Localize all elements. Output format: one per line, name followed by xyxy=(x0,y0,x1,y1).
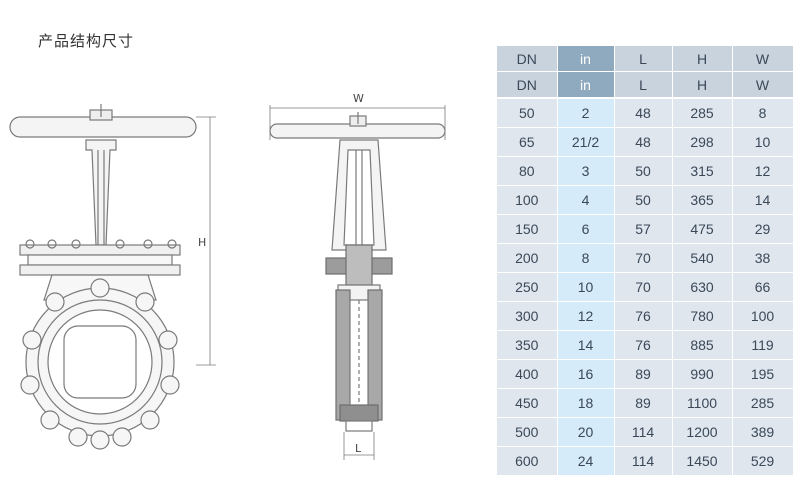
table-header-row: DN in L H W xyxy=(497,46,794,72)
cell-l: 48 xyxy=(614,98,673,128)
cell-dn: 600 xyxy=(497,446,558,476)
cell-h: 298 xyxy=(672,127,733,157)
cell-in: 10 xyxy=(557,272,615,302)
cell-l: 50 xyxy=(614,156,673,186)
cell-l: 76 xyxy=(614,301,673,331)
cell-w: 8 xyxy=(732,98,794,128)
header-h: H xyxy=(672,71,733,99)
header-h: H xyxy=(672,46,733,72)
cell-dn: 250 xyxy=(497,272,558,302)
cell-h: 540 xyxy=(672,243,733,273)
header-in: in xyxy=(557,46,615,72)
cell-dn: 350 xyxy=(497,330,558,360)
cell-w: 100 xyxy=(732,301,794,331)
cell-w: 12 xyxy=(732,156,794,186)
cell-h: 1100 xyxy=(672,388,733,418)
valve-side-view xyxy=(269,105,446,460)
cell-h: 365 xyxy=(672,185,733,215)
cell-dn: 50 xyxy=(497,98,558,128)
cell-dn: 150 xyxy=(497,214,558,244)
cell-dn: 300 xyxy=(497,301,558,331)
cell-l: 89 xyxy=(614,359,673,389)
cell-l: 57 xyxy=(614,214,673,244)
cell-w: 29 xyxy=(732,214,794,244)
cell-l: 114 xyxy=(614,446,673,476)
header-dn: DN xyxy=(497,46,558,72)
cell-l: 70 xyxy=(614,272,673,302)
dimension-label-h: H xyxy=(198,236,206,249)
header-dn: DN xyxy=(497,71,558,99)
cell-in: 18 xyxy=(557,388,615,418)
cell-w: 285 xyxy=(732,388,794,418)
cell-w: 529 xyxy=(732,446,794,476)
cell-dn: 80 xyxy=(497,156,558,186)
cell-l: 50 xyxy=(614,185,673,215)
cell-l: 76 xyxy=(614,330,673,360)
cell-h: 1200 xyxy=(672,417,733,447)
cell-dn: 450 xyxy=(497,388,558,418)
cell-dn: 500 xyxy=(497,417,558,447)
cell-in: 14 xyxy=(557,330,615,360)
header-w: W xyxy=(732,71,794,99)
cell-h: 630 xyxy=(672,272,733,302)
cell-w: 14 xyxy=(732,185,794,215)
cell-h: 780 xyxy=(672,301,733,331)
header-w: W xyxy=(732,46,794,72)
cell-in: 8 xyxy=(557,243,615,273)
cell-w: 10 xyxy=(732,127,794,157)
cell-h: 1450 xyxy=(672,446,733,476)
header-in: in xyxy=(557,71,615,99)
dimension-label-w: W xyxy=(353,92,364,105)
cell-dn: 100 xyxy=(497,185,558,215)
cell-h: 285 xyxy=(672,98,733,128)
cell-l: 70 xyxy=(614,243,673,273)
cell-in: 24 xyxy=(557,446,615,476)
cell-w: 389 xyxy=(732,417,794,447)
cell-in: 12 xyxy=(557,301,615,331)
table-header-row: DN in L H W xyxy=(497,71,794,99)
cell-in: 16 xyxy=(557,359,615,389)
cell-l: 89 xyxy=(614,388,673,418)
valve-front-view xyxy=(9,104,216,450)
cell-dn: 200 xyxy=(497,243,558,273)
cell-in: 20 xyxy=(557,417,615,447)
valve-structure-drawing: W H L xyxy=(9,92,446,460)
cell-w: 66 xyxy=(732,272,794,302)
cell-w: 195 xyxy=(732,359,794,389)
cell-h: 315 xyxy=(672,156,733,186)
cell-dn: 65 xyxy=(497,127,558,157)
cell-h: 475 xyxy=(672,214,733,244)
header-l: L xyxy=(614,71,673,99)
cell-dn: 400 xyxy=(497,359,558,389)
cell-in: 2 xyxy=(557,98,615,128)
cell-w: 38 xyxy=(732,243,794,273)
dimension-label-l: L xyxy=(355,442,362,455)
cell-in: 3 xyxy=(557,156,615,186)
cell-l: 114 xyxy=(614,417,673,447)
cell-in: 4 xyxy=(557,185,615,215)
cell-in: 21/2 xyxy=(557,127,615,157)
cell-l: 48 xyxy=(614,127,673,157)
cell-h: 990 xyxy=(672,359,733,389)
header-l: L xyxy=(614,46,673,72)
cell-in: 6 xyxy=(557,214,615,244)
page-title: 产品结构尺寸 xyxy=(38,32,135,50)
cell-w: 119 xyxy=(732,330,794,360)
cell-h: 885 xyxy=(672,330,733,360)
